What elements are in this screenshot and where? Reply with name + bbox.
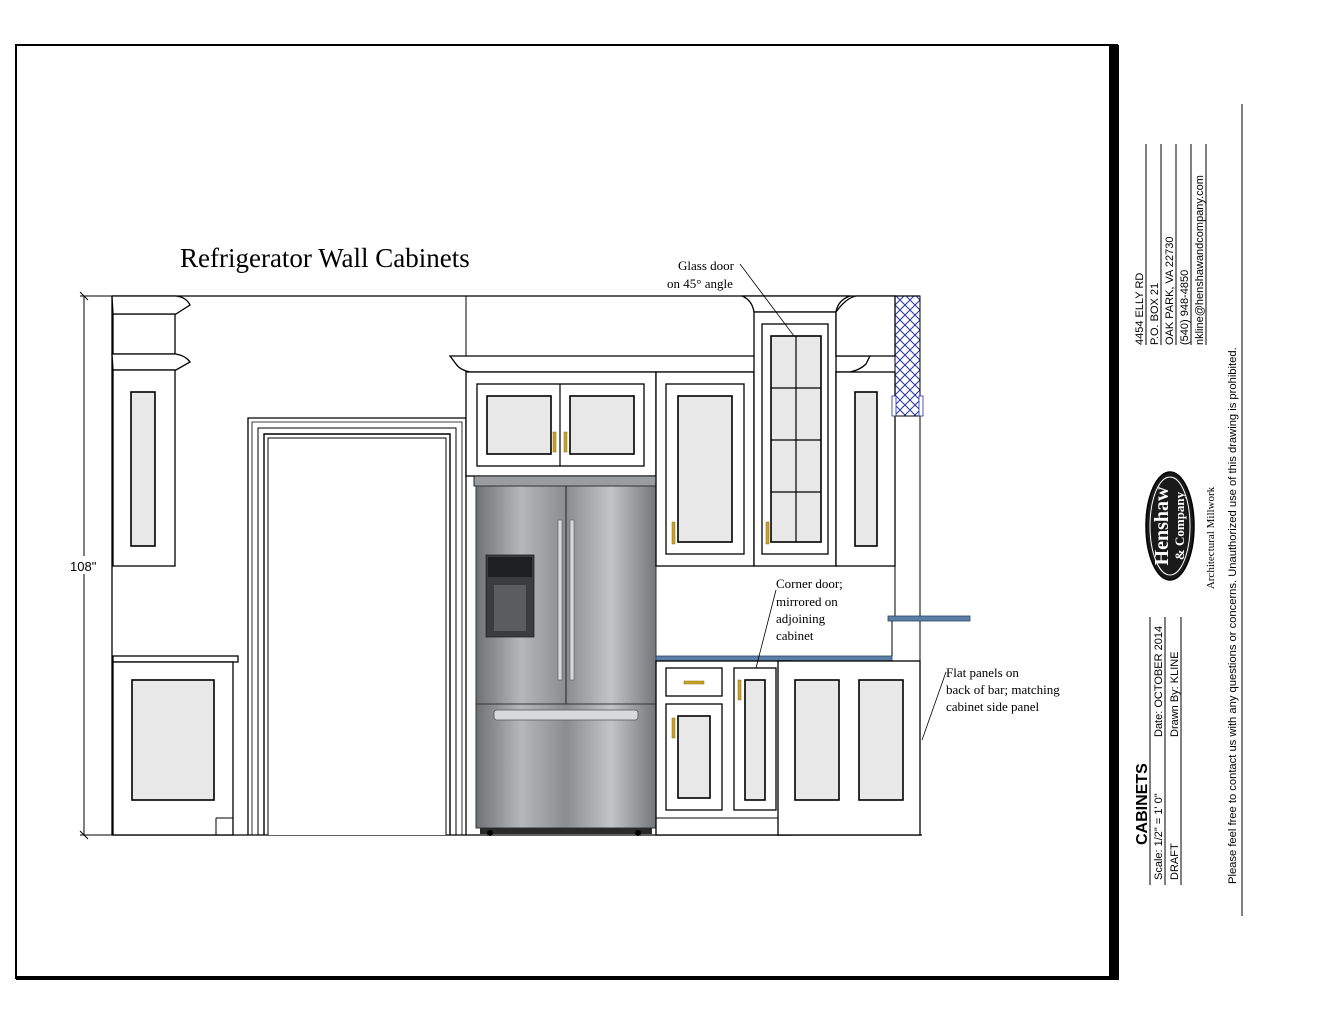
right-pilaster-glass-panel <box>854 391 878 547</box>
flat-panels-note-line-1: Flat panels on <box>946 665 1019 680</box>
sheet-scale: Scale: 1/2" = 1' 0" <box>1153 793 1165 880</box>
left-base-cabinet <box>112 655 239 836</box>
bar-back-panel-left <box>794 679 840 801</box>
angled-glass-door-cabinet <box>741 295 851 567</box>
right-base-cabinets <box>655 660 921 836</box>
usage-notice: Please feel free to contact us with any … <box>1227 104 1243 916</box>
title-block: 4454 ELLY RD P.O. BOX 21 OAK PARK, VA 22… <box>1134 104 1243 916</box>
flat-panels-note-line-3: cabinet side panel <box>946 699 1040 714</box>
left-pilaster <box>111 295 191 567</box>
address-line-1: 4454 ELLY RD <box>1134 273 1146 345</box>
sheet-title: CABINETS <box>1134 763 1151 845</box>
sheet-info: CABINETS Scale: 1/2" = 1' 0" Date: OCTOB… <box>1134 617 1182 885</box>
logo-tagline: Architectural Millwork <box>1205 486 1217 589</box>
flat-panels-note: Flat panels on back of bar; matching cab… <box>921 665 1060 741</box>
sheet-border <box>15 44 1119 980</box>
corner-door-note-line-4: cabinet <box>776 628 814 643</box>
over-fridge-cabinet <box>465 371 657 477</box>
fridge-base <box>480 828 652 834</box>
right-pilaster <box>835 295 896 567</box>
logo-name-line-1: Henshaw <box>1151 486 1173 565</box>
bar-back-panel-right <box>858 679 904 801</box>
logo-name-line-2: & Company <box>1172 491 1187 560</box>
over-fridge-right-pull <box>563 431 568 453</box>
height-dimension-label: 108" <box>70 559 97 574</box>
left-base-glass-panel <box>131 679 215 801</box>
sheet-status: DRAFT <box>1169 843 1181 880</box>
sheet-date: Date: OCTOBER 2014 <box>1153 626 1165 737</box>
corner-door-note-line-3: adjoining <box>776 611 826 626</box>
corner-door-note-line-2: mirrored on <box>776 594 838 609</box>
glass-door-note: Glass door on 45° angle <box>667 258 795 337</box>
flat-panels-note-line-2: back of bar; matching <box>946 682 1060 697</box>
corner-door-pull <box>737 679 742 701</box>
company-logo: Henshaw & Company Architectural Millwork <box>1145 471 1217 589</box>
address-line-2: P.O. BOX 21 <box>1149 283 1161 345</box>
address-line-5: nkline@henshawandcompany.com <box>1194 175 1206 345</box>
glass-door-note-line-2: on 45° angle <box>667 276 733 291</box>
over-fridge-left-pull <box>552 431 557 453</box>
freezer-handle <box>493 709 639 721</box>
address-line-3: OAK PARK, VA 22730 <box>1164 237 1176 345</box>
corner-door-note-line-1: Corner door; <box>776 576 843 591</box>
usage-notice-text: Please feel free to contact us with any … <box>1227 347 1239 884</box>
fridge-right-handle <box>569 519 575 681</box>
base-door-pull <box>671 717 676 739</box>
door-opening <box>247 417 467 835</box>
right-upper-glass-panel <box>677 395 733 543</box>
sheet-drawn-by: Drawn By: KLINE <box>1169 651 1181 737</box>
address-block: 4454 ELLY RD P.O. BOX 21 OAK PARK, VA 22… <box>1134 144 1207 345</box>
corner-door-note: Corner door; mirrored on adjoining cabin… <box>755 576 843 669</box>
right-upper-cabinet <box>655 371 755 567</box>
left-pilaster-glass-panel <box>130 391 156 547</box>
over-fridge-right-glass <box>569 395 635 455</box>
drawing-title: Refrigerator Wall Cabinets <box>180 243 470 273</box>
address-line-4: (540) 948-4850 <box>1179 270 1191 345</box>
angled-cabinet-pull <box>765 521 770 545</box>
refrigerator <box>473 475 657 836</box>
right-upper-pull <box>671 521 676 545</box>
drawer-pull <box>683 680 705 685</box>
fridge-left-handle <box>557 519 563 681</box>
over-fridge-left-glass <box>486 395 552 455</box>
height-dimension: 108" <box>66 291 112 840</box>
glass-door-note-line-1: Glass door <box>678 258 735 273</box>
